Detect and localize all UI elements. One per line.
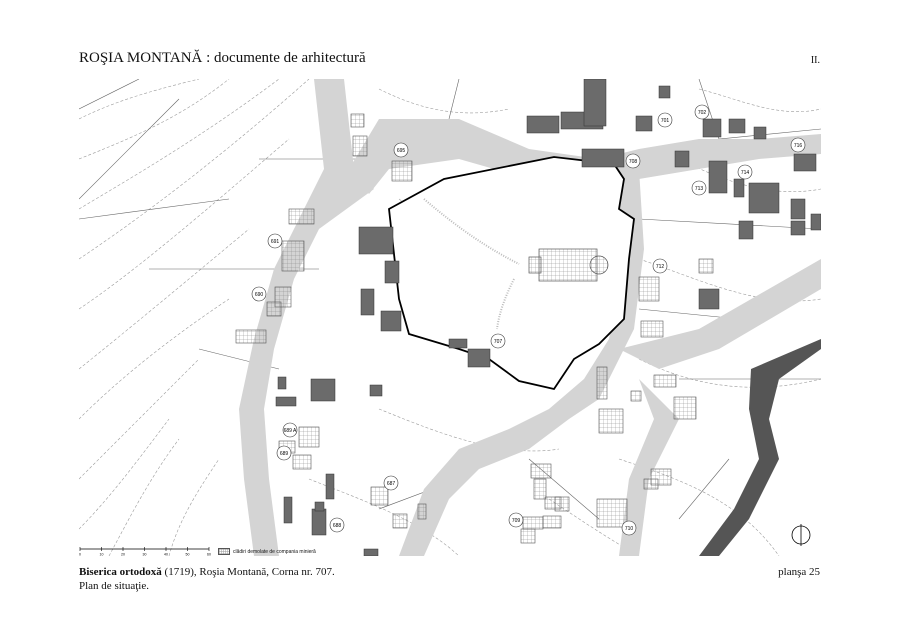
- svg-text:690: 690: [255, 292, 264, 298]
- scale-tick-20: 20: [121, 553, 125, 557]
- svg-text:716: 716: [794, 143, 803, 149]
- svg-text:688: 688: [333, 523, 342, 529]
- scale-tick-40: 40: [164, 553, 168, 557]
- svg-text:712: 712: [656, 264, 665, 270]
- scale-tick-60: 60: [207, 553, 211, 557]
- house-number-689: 689: [276, 445, 292, 461]
- plate-number: planşa 25: [778, 566, 820, 578]
- hatched-swatch-icon: [218, 548, 230, 555]
- map-legend: clădiri demolate de compania minieră: [218, 548, 316, 555]
- house-number-687: 687: [383, 475, 399, 491]
- svg-text:709: 709: [512, 518, 521, 524]
- house-number-695: 695: [393, 142, 409, 158]
- scale-tick-50: 50: [186, 553, 190, 557]
- svg-text:714: 714: [741, 170, 750, 176]
- site-plan-map: 695 691 690 689 A 689 688 687 707 708 70…: [79, 79, 821, 556]
- legend-label: clădiri demolate de compania minieră: [233, 548, 316, 555]
- scale-tick-0: 0: [79, 553, 81, 557]
- house-number-702: 702: [694, 104, 710, 120]
- house-number-689a: 689 A: [282, 422, 298, 438]
- caption-year: (1719),: [164, 566, 197, 578]
- house-number-716: 716: [790, 137, 806, 153]
- svg-text:691: 691: [271, 239, 280, 245]
- house-number-714: 714: [737, 164, 753, 180]
- page-title: ROŞIA MONTANĂ : documente de arhitectură: [79, 50, 366, 66]
- svg-text:689: 689: [280, 451, 289, 457]
- house-number-690: 690: [251, 286, 267, 302]
- roads: [239, 79, 821, 556]
- house-number-708: 708: [625, 153, 641, 169]
- house-number-691: 691: [267, 233, 283, 249]
- svg-text:713: 713: [695, 186, 704, 192]
- house-number-713: 713: [691, 180, 707, 196]
- house-number-688: 688: [329, 517, 345, 533]
- svg-text:689 A: 689 A: [284, 428, 297, 434]
- plate-roman-number: II.: [810, 55, 820, 66]
- house-number-712: 712: [652, 258, 668, 274]
- church-enclosure-arc: [423, 198, 520, 330]
- house-number-707: 707: [490, 333, 506, 349]
- existing-buildings: [275, 79, 821, 556]
- scale-tick-10: 10: [100, 553, 104, 557]
- north-arrow-icon: [791, 524, 811, 546]
- house-number-701: 701: [657, 112, 673, 128]
- scale-tick-30: 30: [143, 553, 147, 557]
- church-building-707: [528, 248, 609, 282]
- svg-text:707: 707: [494, 339, 503, 345]
- svg-text:687: 687: [387, 481, 396, 487]
- caption-subtitle: Plan de situaţie.: [79, 580, 149, 592]
- caption-subject: Biserica ortodoxă: [79, 566, 162, 578]
- svg-text:710: 710: [625, 526, 634, 532]
- house-number-710: 710: [621, 520, 637, 536]
- house-number-709: 709: [508, 512, 524, 528]
- scale-bar: 0 10 20 30 40 50 60: [79, 547, 211, 557]
- svg-text:702: 702: [698, 110, 707, 116]
- caption-line-1: Biserica ortodoxă (1719), Roşia Montană,…: [79, 566, 335, 578]
- svg-text:695: 695: [397, 148, 406, 154]
- svg-text:701: 701: [661, 118, 670, 124]
- svg-text:708: 708: [629, 159, 638, 165]
- demolished-buildings: [235, 113, 714, 544]
- slope-shading: [699, 339, 821, 556]
- caption-location: Roşia Montană, Corna nr. 707.: [199, 566, 335, 578]
- house-number-tags: 695 691 690 689 A 689 688 687 707 708 70…: [251, 104, 806, 536]
